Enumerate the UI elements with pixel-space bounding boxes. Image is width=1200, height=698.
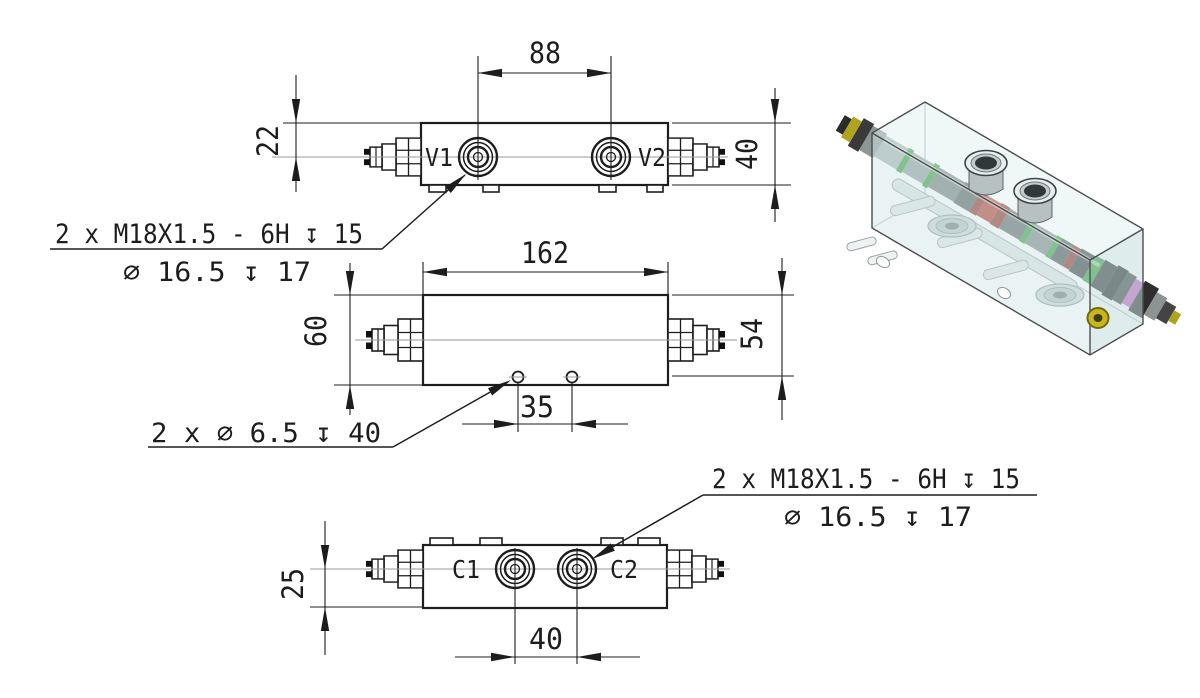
annotation-v-ports-line1: 2 x M18X1.5 - 6H ↧ 15 xyxy=(55,219,363,250)
dim-centerline-from-top-22: 22 xyxy=(251,125,285,157)
annotation-c-ports: 2 x M18X1.5 - 6H ↧ 15 ⌀ 16.5 ↧ 17 xyxy=(589,464,1037,563)
annotation-v-ports: 2 x M18X1.5 - 6H ↧ 15 ⌀ 16.5 ↧ 17 xyxy=(50,170,469,288)
annotation-v-ports-line2: ⌀ 16.5 ↧ 17 xyxy=(123,257,311,288)
annotation-c-ports-line1: 2 x M18X1.5 - 6H ↧ 15 xyxy=(712,464,1020,495)
bottom-view: 25 40 C1 C2 xyxy=(276,521,730,664)
annotation-mounting-holes: 2 x ⌀ 6.5 ↧ 40 xyxy=(148,376,514,449)
iso-glass-block xyxy=(871,101,1144,356)
dim-centerline-from-bottom-25: 25 xyxy=(276,568,310,600)
front-view: 162 60 54 35 xyxy=(299,236,794,432)
dim-holes-from-top-54: 54 xyxy=(735,318,769,350)
port-label-v2: V2 xyxy=(638,143,666,172)
port-label-v1: V1 xyxy=(425,143,453,172)
dim-block-length-162: 162 xyxy=(521,236,569,270)
port-label-c1: C1 xyxy=(452,555,480,584)
iso-3d-view xyxy=(835,101,1182,356)
bottom-view-block xyxy=(421,543,669,610)
iso-port-boss-1 xyxy=(964,149,1008,196)
dim-hole-spacing-35: 35 xyxy=(520,390,554,424)
dim-port-spacing-88: 88 xyxy=(529,36,561,70)
top-view-block xyxy=(419,121,670,187)
dim-block-width-40: 40 xyxy=(730,138,764,170)
iso-drill-holes xyxy=(875,255,1012,300)
dim-port-spacing-40: 40 xyxy=(529,622,563,656)
annotation-c-ports-line2: ⌀ 16.5 ↧ 17 xyxy=(784,502,972,533)
annotation-mounting-holes-line1: 2 x ⌀ 6.5 ↧ 40 xyxy=(151,418,381,449)
bottom-view-tabs xyxy=(429,537,661,546)
iso-yellow-plug xyxy=(1086,307,1110,329)
iso-port-boss-2 xyxy=(1013,177,1057,224)
port-label-c2: C2 xyxy=(610,555,638,584)
dim-block-height-60: 60 xyxy=(299,315,333,347)
top-view-tabs xyxy=(428,184,664,193)
top-view: 88 22 40 V1 V2 xyxy=(251,36,791,222)
